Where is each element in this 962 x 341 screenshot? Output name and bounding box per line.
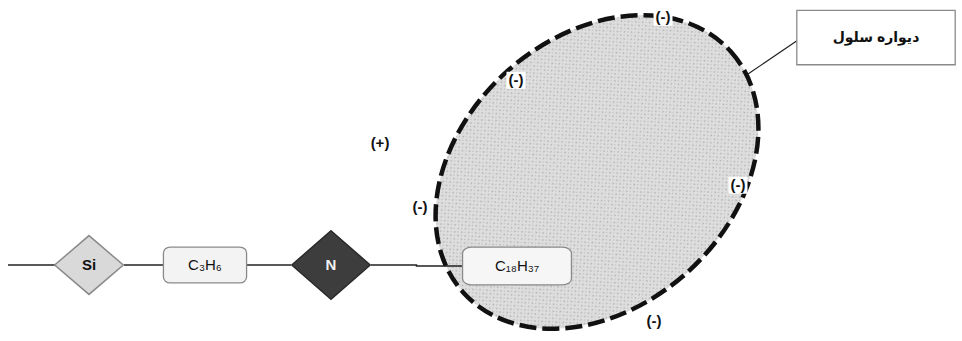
propyl-box: C₃H₆ [163, 247, 247, 283]
node-text: دیواره سلول [833, 29, 920, 46]
charge-label: (-) [654, 9, 673, 26]
cell-body [373, 0, 821, 341]
chain-lead-line [8, 264, 56, 266]
charge-label: (-) [411, 199, 430, 216]
box-shape [163, 247, 246, 283]
charge-label: (-) [507, 72, 526, 89]
silicon-diamond: Si [54, 235, 124, 295]
bond-line [247, 264, 291, 266]
charge-label: (-) [645, 313, 664, 330]
node-text: N [326, 256, 337, 274]
octadecyl-box: C₁₈H₃₇ [462, 247, 572, 285]
nitrogen-diamond: N [291, 230, 371, 300]
node-text: C₁₈H₃₇ [495, 257, 539, 275]
node-text: Si [82, 256, 96, 274]
bond-line [124, 264, 163, 266]
cell-wall-outline [373, 0, 821, 341]
bond-line [371, 265, 462, 266]
charge-label: (+) [369, 135, 392, 152]
diamond-shape [55, 236, 124, 295]
diamond-shape [292, 231, 370, 300]
callout-leader-line [748, 40, 798, 74]
charge-label: (-) [729, 177, 748, 194]
box-shape [463, 247, 572, 285]
box-shape [797, 10, 955, 64]
node-text: C₃H₆ [188, 256, 222, 274]
callout-box: دیواره سلول [796, 10, 956, 65]
